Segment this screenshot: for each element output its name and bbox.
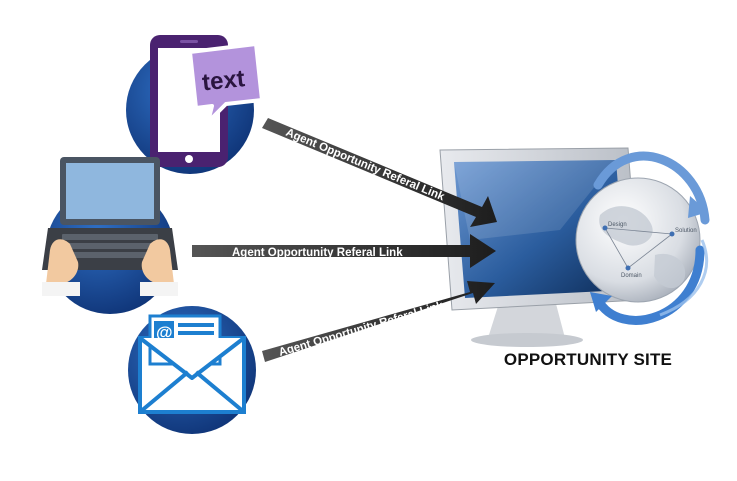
globe-label-design: Design [608,222,627,228]
globe-label-domain: Domain [621,273,642,279]
referral-link-label-middle: Agent Opportunity Referal Link [232,247,403,259]
email-envelope-icon: @ [128,306,256,434]
globe-icon: Design Solution Domain [575,151,710,325]
keyboard [58,234,162,258]
text-message-bubble-icon: text [188,42,264,124]
opportunity-site-title: OPPORTUNITY SITE [503,350,673,369]
referral-link-label-top: Agent Opportunity Referal Link [284,127,447,204]
laptop-icon [42,157,178,314]
text-bubble-label: text [201,65,246,96]
referral-link-label-bottom: Agent Opportunity Referal Link [277,300,445,359]
phone-text-icon: text [126,35,264,174]
referral-arrow-middle: Agent Opportunity Referal Link [192,234,496,268]
at-sign-icon: @ [156,323,173,342]
globe-label-solution: Solution [675,228,697,234]
